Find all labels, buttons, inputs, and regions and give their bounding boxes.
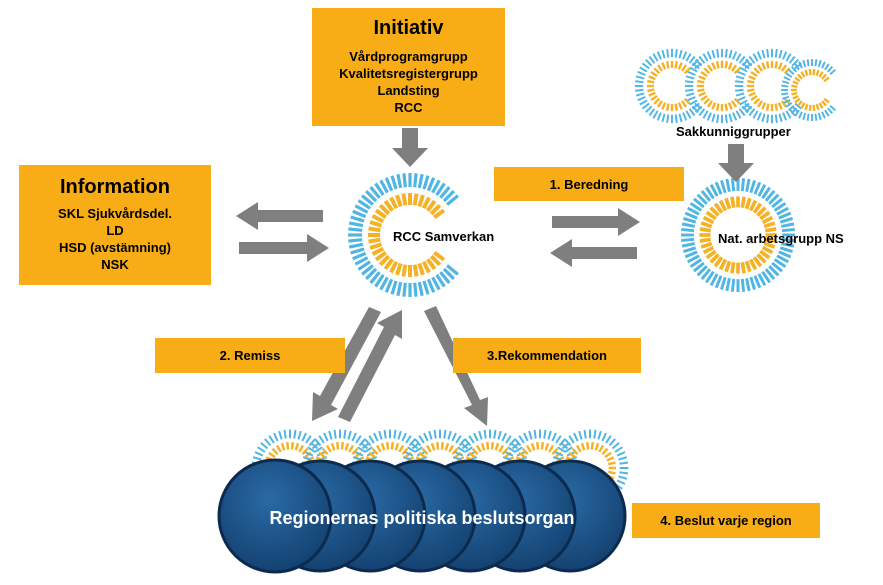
step-beslut-box: 4. Beslut varje region [632,503,820,538]
center-ring-icon [348,173,459,297]
initiativ-line: RCC [394,100,423,115]
arrow-center-to-nat [552,208,640,236]
region-circles [217,458,627,574]
center-label: RCC Samverkan [393,229,495,244]
initiativ-line: Landsting [377,83,440,98]
information-line: NSK [101,257,129,272]
step-beredning-label: 1. Beredning [549,176,629,192]
initiativ-line: Vårdprogramgrupp [349,49,468,64]
initiativ-box: Initiativ Vårdprogramgrupp Kvalitetsregi… [312,8,505,126]
step-beredning-box: 1. Beredning [494,167,684,201]
arrow-remiss-up [338,310,402,422]
sakkunniga-ring-icon [634,48,703,124]
arrow-center-to-information [236,202,323,230]
step-remiss-label: 2. Remiss [219,348,281,363]
information-box: Information SKL Sjukvårdsdel. LD HSD (av… [19,165,211,285]
information-line: LD [106,223,124,238]
step-rekommendation-label: 3.Rekommendation [487,348,607,363]
arrow-nat-to-center [550,239,637,267]
sakkunniga-label: Sakkunniggrupper [676,124,791,139]
initiativ-line: Kvalitetsregistergrupp [339,66,478,81]
information-line: SKL Sjukvårdsdel. [58,206,172,221]
nat-arbetsgrupp-ring-icon [680,177,796,293]
nat-arbetsgrupp-label: Nat. arbetsgrupp NS [718,231,844,246]
arrow-remiss-down [312,307,381,421]
step-remiss-box: 2. Remiss [155,338,345,373]
step-beslut-label: 4. Beslut varje region [660,513,792,528]
regions-label: Regionernas politiska beslutsorgan [269,508,575,528]
arrow-initiativ-to-center [392,128,428,167]
step-rekommendation-box: 3.Rekommendation [453,338,641,373]
arrow-sakkunniga-to-nat [718,144,754,182]
information-title: Information [60,176,170,198]
information-line: HSD (avstämning) [59,240,171,255]
sakkunniga-ring-icon [781,59,837,121]
arrow-information-to-center [239,234,329,262]
region-circle [217,458,333,574]
initiativ-title: Initiativ [373,17,444,39]
